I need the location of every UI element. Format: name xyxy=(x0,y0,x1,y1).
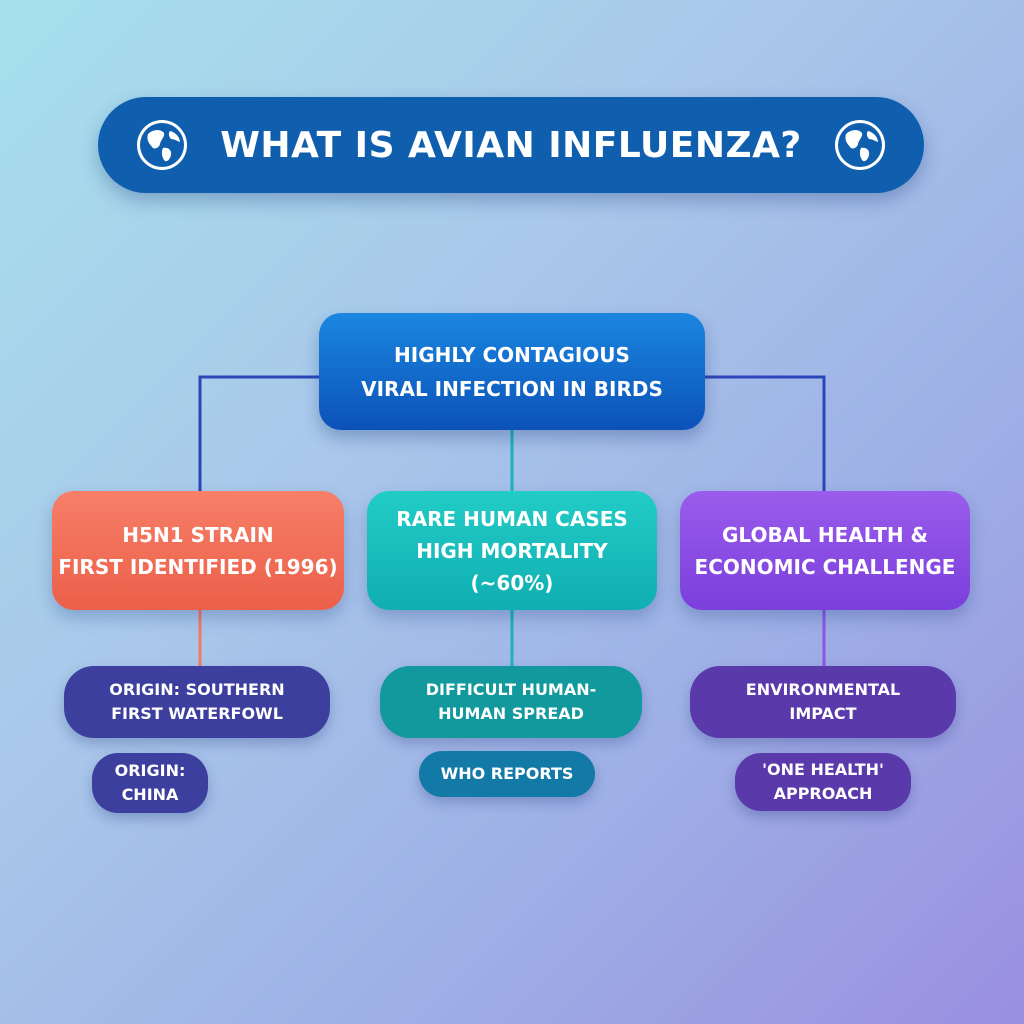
detail-node-line-1: ORIGIN: SOUTHERN xyxy=(109,680,285,699)
detail-node-origin-china: ORIGIN: CHINA xyxy=(92,753,208,813)
detail-node-line-2: IMPACT xyxy=(789,704,857,723)
category-node-line-1: H5N1 STRAIN xyxy=(122,522,274,547)
detail-node-line-1: WHO REPORTS xyxy=(440,764,574,783)
detail-node-line-2: FIRST WATERFOWL xyxy=(111,704,283,723)
page-title: WHAT IS AVIAN INFLUENZA? xyxy=(220,124,802,166)
detail-node-line-1: 'ONE HEALTH' xyxy=(762,760,884,779)
root-node: HIGHLY CONTAGIOUS VIRAL INFECTION IN BIR… xyxy=(319,313,705,430)
detail-node-line-2: HUMAN SPREAD xyxy=(438,704,584,723)
root-node-line-1: HIGHLY CONTAGIOUS xyxy=(394,342,630,367)
detail-node-line-2: APPROACH xyxy=(773,784,873,803)
detail-node-environmental-impact: ENVIRONMENTAL IMPACT xyxy=(690,666,956,738)
connector-root-right xyxy=(705,375,826,491)
title-banner: WHAT IS AVIAN INFLUENZA? xyxy=(98,97,924,193)
category-node-line-2: HIGH MORTALITY (~60%) xyxy=(416,538,608,595)
category-node-human-cases: RARE HUMAN CASES HIGH MORTALITY (~60%) xyxy=(367,491,657,610)
connector-root-left xyxy=(198,375,319,491)
detail-node-line-1: ENVIRONMENTAL xyxy=(745,680,901,699)
category-node-line-2: FIRST IDENTIFIED (1996) xyxy=(58,554,338,579)
globe-icon xyxy=(137,120,188,170)
category-node-line-2: ECONOMIC CHALLENGE xyxy=(694,554,956,579)
category-node-h5n1-strain: H5N1 STRAIN FIRST IDENTIFIED (1996) xyxy=(52,491,344,610)
detail-node-origin-southern: ORIGIN: SOUTHERN FIRST WATERFOWL xyxy=(64,666,330,738)
detail-node-line-1: DIFFICULT HUMAN- xyxy=(425,680,597,699)
root-node-line-2: VIRAL INFECTION IN BIRDS xyxy=(361,376,663,401)
detail-node-who-reports: WHO REPORTS xyxy=(419,751,595,797)
detail-node-line-2: CHINA xyxy=(121,785,179,804)
category-node-global-health: GLOBAL HEALTH & ECONOMIC CHALLENGE xyxy=(680,491,970,610)
detail-node-one-health: 'ONE HEALTH' APPROACH xyxy=(735,753,911,811)
category-node-line-1: RARE HUMAN CASES xyxy=(396,506,628,531)
detail-node-human-spread: DIFFICULT HUMAN- HUMAN SPREAD xyxy=(380,666,642,738)
globe-icon xyxy=(834,120,885,170)
category-node-line-1: GLOBAL HEALTH & xyxy=(722,522,928,547)
detail-node-line-1: ORIGIN: xyxy=(114,761,186,780)
